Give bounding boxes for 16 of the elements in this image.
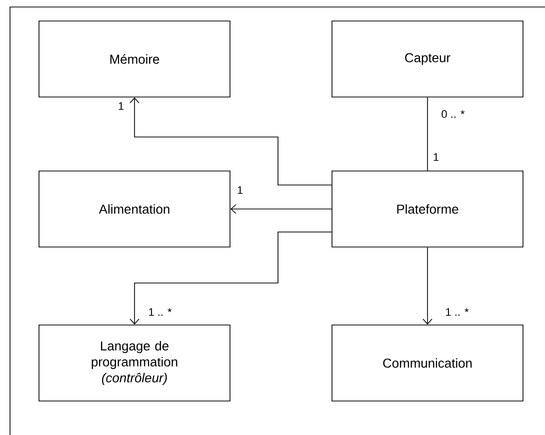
class-box: Communication (332, 324, 524, 402)
multiplicity-label: 1 (118, 102, 124, 110)
multiplicity-label: 1 .. * (446, 308, 469, 316)
arrow (130, 97, 332, 186)
arrow (230, 204, 332, 214)
class-box: Langage de programmation (contrôleur) (38, 324, 230, 402)
arrow (130, 232, 332, 325)
multiplicity-label: 1 (238, 186, 243, 194)
multiplicity-label: 0 .. * (442, 110, 465, 118)
arrow (422, 246, 432, 325)
multiplicity-label: 1 .. * (149, 308, 172, 316)
class-box: Plateforme (332, 170, 524, 248)
class-box: Mémoire (38, 20, 230, 98)
multiplicity-label: 1 (434, 153, 439, 161)
class-box: Capteur (332, 20, 524, 98)
class-box: Alimentation (38, 170, 230, 248)
